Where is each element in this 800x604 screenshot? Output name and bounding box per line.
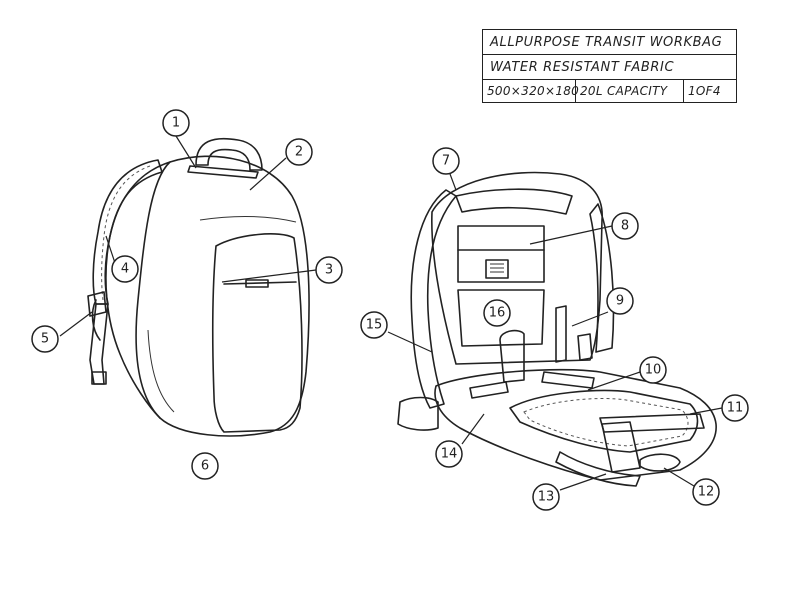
tray-strip-left <box>469 381 509 399</box>
tray-handle <box>639 453 681 472</box>
svg-text:4: 4 <box>121 262 129 277</box>
callout-14: 14 <box>435 440 463 468</box>
padded-plate <box>509 389 699 453</box>
callout-2: 2 <box>285 138 313 166</box>
base-tray <box>434 368 717 481</box>
svg-text:15: 15 <box>366 318 383 333</box>
callout-6: 6 <box>191 452 219 480</box>
side-clip <box>87 291 107 317</box>
callout-10: 10 <box>639 356 667 384</box>
strap-buckle <box>91 371 107 385</box>
svg-text:5: 5 <box>41 332 49 347</box>
lid-outer <box>431 171 603 365</box>
callout-7: 7 <box>432 147 460 175</box>
svg-text:3: 3 <box>325 263 333 278</box>
svg-text:2: 2 <box>295 145 303 160</box>
svg-text:11: 11 <box>727 401 744 416</box>
sheet-number-cell: 1OF4 <box>688 84 721 98</box>
title-line-2: WATER RESISTANT FABRIC <box>483 55 736 80</box>
svg-text:14: 14 <box>441 447 458 462</box>
svg-text:8: 8 <box>621 219 629 234</box>
carry-handle <box>195 137 263 171</box>
leader-lines <box>59 135 723 491</box>
callout-12: 12 <box>692 478 720 506</box>
title-block: ALLPURPOSE TRANSIT WORKBAG WATER RESISTA… <box>482 29 737 103</box>
title-spec-row: 500×320×180 20L CAPACITY 1OF4 <box>483 80 736 103</box>
svg-text:16: 16 <box>489 306 506 321</box>
callout-11: 11 <box>721 394 749 422</box>
callout-15: 15 <box>360 311 388 339</box>
main-shell <box>135 155 310 437</box>
zipper-pull <box>245 279 269 288</box>
svg-text:12: 12 <box>698 485 715 500</box>
lid-band <box>455 188 573 215</box>
callout-3: 3 <box>315 256 343 284</box>
closed-backpack <box>87 137 310 437</box>
svg-text:9: 9 <box>616 294 624 309</box>
callout-8: 8 <box>611 212 639 240</box>
title-line-1: ALLPURPOSE TRANSIT WORKBAG <box>483 30 736 55</box>
svg-text:6: 6 <box>201 459 209 474</box>
callout-9: 9 <box>606 287 634 315</box>
svg-text:7: 7 <box>442 154 450 169</box>
inner-pocket <box>457 289 545 347</box>
open-shoulder-strap <box>410 189 457 409</box>
organizer-loop <box>555 305 567 363</box>
capacity-cell: 20L CAPACITY <box>576 80 684 103</box>
dimensions-cell: 500×320×180 <box>483 80 579 103</box>
svg-text:1: 1 <box>172 116 180 131</box>
bottle-pocket <box>499 329 525 383</box>
handle-base <box>187 165 259 179</box>
front-panel <box>211 233 303 433</box>
open-backpack <box>397 171 717 487</box>
callout-4: 4 <box>111 255 139 283</box>
svg-text:13: 13 <box>538 490 555 505</box>
callout-1: 1 <box>162 109 190 137</box>
callout-16: 16 <box>483 299 511 327</box>
callout-13: 13 <box>532 483 560 511</box>
tray-strip-right <box>541 371 595 389</box>
laptop-sleeve <box>457 225 545 283</box>
svg-text:10: 10 <box>645 363 662 378</box>
callout-5: 5 <box>31 325 59 353</box>
